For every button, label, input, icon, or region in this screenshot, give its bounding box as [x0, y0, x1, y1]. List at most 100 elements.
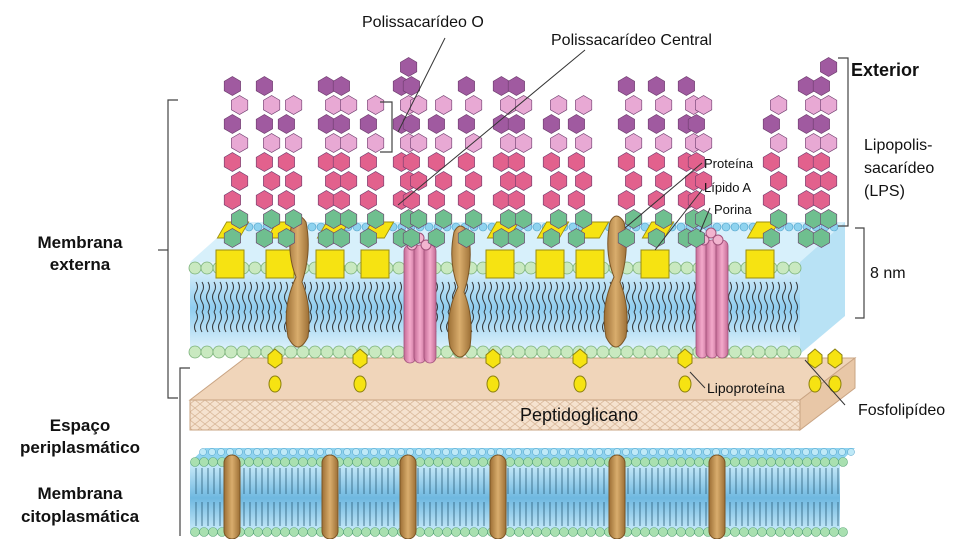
hexagon-sugar-icon [805, 134, 821, 153]
hexagon-sugar-icon [333, 191, 349, 210]
lipid-a-square-icon [266, 250, 294, 278]
phospholipid-head-icon [369, 346, 381, 358]
phospholipid-head-icon [237, 346, 249, 358]
hexagon-sugar-icon [340, 134, 356, 153]
hexagon-sugar-icon [256, 191, 272, 210]
periplasm-bracket [180, 368, 190, 456]
hexagon-sugar-icon [224, 153, 240, 172]
lipid-a-square-icon [316, 250, 344, 278]
hexagon-sugar-icon [508, 77, 524, 96]
hexagon-sugar-icon [263, 172, 279, 191]
hexagon-sugar-icon [568, 191, 584, 210]
hexagon-sugar-icon [325, 172, 341, 191]
exterior-label: Exterior [851, 60, 919, 81]
o-polysaccharide-label: Polissacarídeo O [362, 14, 484, 32]
hexagon-sugar-icon [458, 191, 474, 210]
phospholipid-head-icon [249, 346, 261, 358]
hexagon-sugar-icon [318, 115, 334, 134]
phospholipid-head-icon [501, 346, 513, 358]
cytoplasmic-membrane [190, 448, 855, 539]
phospholipid-head-icon [729, 346, 741, 358]
phospholipid-head-icon [285, 346, 297, 358]
hexagon-sugar-icon [770, 96, 786, 115]
phospholipid-head-icon [201, 262, 213, 274]
phospholipid-head-icon [633, 346, 645, 358]
phospholipid-head-icon [741, 346, 753, 358]
phospholipid-head-icon [345, 262, 357, 274]
porin-trimer-icon [424, 245, 436, 363]
outer-membrane-label-line1: Membrana [20, 232, 140, 253]
lipoprotein-label: Lipoproteína [707, 380, 785, 396]
phospholipid-head-icon [549, 346, 561, 358]
phospholipid-head-icon [789, 346, 801, 358]
hexagon-sugar-icon [224, 191, 240, 210]
hexagon-sugar-icon [655, 96, 671, 115]
hexagon-sugar-icon [568, 115, 584, 134]
hexagon-sugar-icon [428, 115, 444, 134]
hexagon-sugar-icon [285, 134, 301, 153]
hexagon-sugar-icon [333, 77, 349, 96]
hexagon-sugar-icon [618, 115, 634, 134]
protein-blob-icon [490, 455, 506, 539]
hexagon-sugar-icon [367, 134, 383, 153]
hexagon-sugar-icon [500, 134, 516, 153]
lipid-a-square-icon [486, 250, 514, 278]
hexagon-sugar-icon [813, 115, 829, 134]
protein-label: Proteína [704, 156, 753, 171]
phospholipid-head-icon [777, 346, 789, 358]
hexagon-sugar-icon [360, 153, 376, 172]
hexagon-sugar-icon [515, 96, 531, 115]
phospholipid-head-icon [525, 262, 537, 274]
hexagon-sugar-icon [575, 134, 591, 153]
hexagon-sugar-icon [263, 96, 279, 115]
hexagon-sugar-icon [575, 172, 591, 191]
hexagon-sugar-icon [798, 191, 814, 210]
lps-bracket [838, 58, 848, 226]
hexagon-sugar-icon [224, 115, 240, 134]
phospholipid-head-icon [297, 346, 309, 358]
hexagon-sugar-icon [493, 191, 509, 210]
core-polysaccharide-label: Polissacarídeo Central [551, 32, 712, 50]
phospholipid-head-icon [681, 262, 693, 274]
phospholipid-head-icon [225, 346, 237, 358]
phospholipid-head-icon [669, 262, 681, 274]
hexagon-sugar-icon [465, 96, 481, 115]
phospholipid-label: Fosfolipídeo [858, 400, 945, 421]
lps-label-line3: (LPS) [864, 181, 905, 202]
porin-label: Porina [714, 202, 752, 217]
hexagon-sugar-icon [318, 153, 334, 172]
hexagon-sugar-icon [263, 134, 279, 153]
lipid-a-square-icon [641, 250, 669, 278]
hexagon-sugar-icon [625, 172, 641, 191]
hexagon-sugar-icon [820, 96, 836, 115]
hexagon-sugar-icon [231, 134, 247, 153]
hexagon-sugar-icon [360, 191, 376, 210]
hexagon-sugar-icon [648, 153, 664, 172]
phospholipid-head-icon [777, 262, 789, 274]
phospholipid-head-icon [201, 346, 213, 358]
thickness-label: 8 nm [870, 263, 906, 284]
phospholipid-head-icon [513, 262, 525, 274]
hexagon-sugar-icon [550, 172, 566, 191]
hexagon-sugar-icon [231, 172, 247, 191]
hexagon-sugar-icon [428, 191, 444, 210]
hexagon-sugar-icon [367, 172, 383, 191]
hexagon-sugar-icon [278, 115, 294, 134]
protein-blob-icon [322, 455, 338, 539]
hexagon-sugar-icon [813, 191, 829, 210]
phospholipid-head-icon [537, 346, 549, 358]
phospholipid-head-icon [657, 346, 669, 358]
hexagon-sugar-icon [340, 96, 356, 115]
hexagon-sugar-icon [333, 153, 349, 172]
hexagon-sugar-icon [256, 77, 272, 96]
phospholipid-head-icon [381, 346, 393, 358]
hexagon-sugar-icon [648, 77, 664, 96]
protein-blob-icon [224, 455, 240, 539]
hexagon-sugar-icon [798, 77, 814, 96]
hexagon-sugar-icon [763, 115, 779, 134]
hexagon-sugar-icon [763, 191, 779, 210]
hexagon-sugar-icon [318, 77, 334, 96]
hexagon-sugar-icon [550, 96, 566, 115]
hexagon-sugar-icon [333, 115, 349, 134]
thickness-bracket [855, 228, 864, 318]
